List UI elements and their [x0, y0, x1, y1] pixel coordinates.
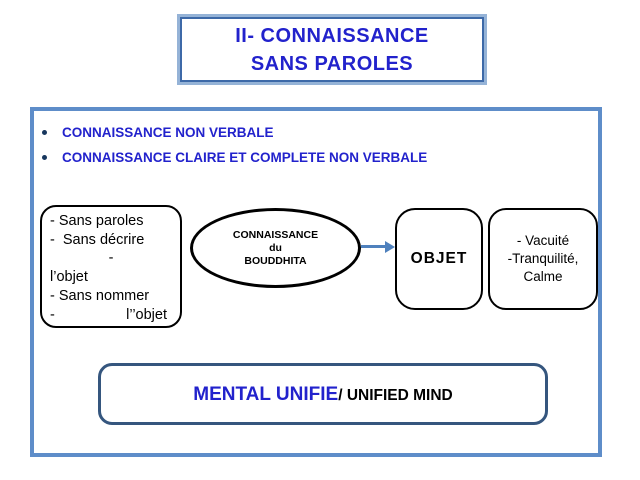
bullet-text-2: CONNAISSANCE CLAIRE ET COMPLETE NON VERB… — [62, 150, 428, 165]
left-box-line-6: - l’’objet — [50, 306, 172, 325]
objet-label: OBJET — [410, 250, 468, 267]
vacuite-box: - Vacuité -Tranquilité, Calme — [488, 208, 598, 310]
left-box-line-4: l’objet — [50, 269, 88, 286]
left-box-line-6-dash: - — [50, 306, 55, 323]
arrow-shaft — [361, 245, 385, 248]
sans-paroles-box: - Sans paroles - Sans décrire - l’objet … — [40, 205, 182, 328]
slide-title-line-1: II- CONNAISSANCE — [235, 24, 429, 47]
left-box-line-2: - Sans décrire — [50, 231, 145, 248]
left-box-line-5: - Sans nommer — [50, 287, 150, 304]
bullet-item-1: CONNAISSANCE NON VERBALE — [42, 125, 427, 140]
ellipse-line-3: BOUDDHITA — [244, 254, 307, 267]
slide-title-line-2: SANS PAROLES — [250, 52, 414, 75]
mental-unifie-box: MENTAL UNIFIE / UNIFIED MIND — [98, 363, 548, 425]
bullet-list: CONNAISSANCE NON VERBALE CONNAISSANCE CL… — [42, 125, 427, 175]
left-box-line-1: - Sans paroles — [50, 213, 144, 229]
bullet-item-2: CONNAISSANCE CLAIRE ET COMPLETE NON VERB… — [42, 150, 427, 165]
connaissance-ellipse: CONNAISSANCE du BOUDDHITA — [190, 208, 361, 288]
left-box-line-6-text: l’’objet — [126, 306, 167, 323]
right-box-line-1: - Vacuité — [516, 233, 570, 248]
ellipse-line-1: CONNAISSANCE — [232, 228, 319, 241]
bullet-text-1: CONNAISSANCE NON VERBALE — [62, 125, 274, 140]
right-box-line-2: -Tranquilité, — [507, 251, 579, 266]
bullet-dot-icon — [42, 130, 47, 135]
objet-box: OBJET — [395, 208, 483, 310]
content-frame: CONNAISSANCE NON VERBALE CONNAISSANCE CL… — [30, 107, 602, 457]
title-box: II- CONNAISSANCE SANS PAROLES — [177, 14, 487, 85]
title-box-inner-border: II- CONNAISSANCE SANS PAROLES — [180, 17, 484, 82]
unified-mind-label: / UNIFIED MIND — [338, 387, 453, 404]
arrow-head — [385, 240, 395, 253]
mental-unifie-label: MENTAL UNIFIE — [193, 384, 339, 405]
bullet-dot-icon — [42, 155, 47, 160]
arrow-right-icon — [361, 240, 395, 253]
left-box-line-3: - — [108, 250, 114, 267]
right-box-line-3: Calme — [523, 269, 563, 284]
ellipse-line-2: du — [269, 241, 282, 254]
